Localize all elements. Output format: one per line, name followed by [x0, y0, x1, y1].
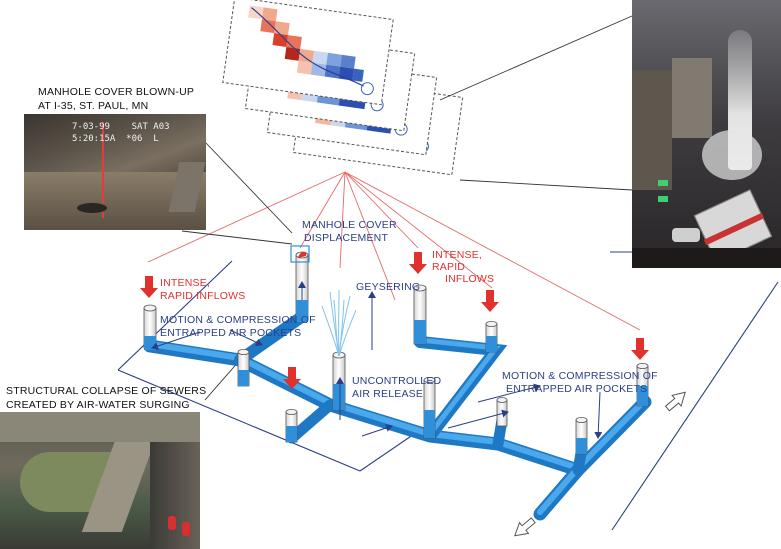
collapse-photo-caption-line1: STRUCTURAL COLLAPSE OF SEWERS [6, 385, 206, 397]
displacement-label-line1: MANHOLE COVER [302, 219, 397, 231]
manhole-shafts [143, 251, 649, 455]
inflow-hollow-arrow [664, 391, 686, 412]
inflow-right-label-line2: RAPID [432, 261, 465, 273]
street-geyser-photo [632, 0, 781, 268]
inflow-left-label-line1: INTENSE, [160, 277, 210, 289]
motion-left-label-line1: MOTION & COMPRESSION OF [160, 314, 316, 326]
manhole-shaft-9 [496, 397, 508, 427]
motion-right-label-line2: ENTRAPPED AIR POCKETS [506, 383, 647, 395]
collapse-photo-caption-line2: CREATED BY AIR-WATER SURGING [6, 399, 190, 411]
inflow-arrow-1 [140, 276, 158, 298]
manhole-cover-photo: 7-03-99 SAT A03 5:20:15A *06 L [24, 114, 206, 230]
manhole-shaft-11 [636, 362, 649, 407]
inflow-arrow-5 [631, 338, 649, 360]
geysering-label: GEYSERING [356, 281, 420, 293]
boundary-flow-arrows [514, 391, 686, 537]
inflow-left-label-line2: RAPID INFLOWS [160, 290, 245, 302]
manhole-shaft-6 [413, 284, 427, 345]
map-frame-1 [222, 0, 394, 106]
simulation-map-stack [222, 0, 464, 176]
inflow-right-label-line1: INTENSE, [432, 249, 482, 261]
uncontrolled-label-line2: AIR RELEASE [352, 388, 423, 400]
main-trunk-pipe [143, 339, 652, 478]
uncontrolled-label-line1: UNCONTROLLED [352, 375, 442, 387]
outflow-hollow-arrow [514, 517, 536, 537]
manhole-shaft-geyser [332, 351, 346, 411]
motion-left-label-line2: ENTRAPPED AIR POCKETS [160, 327, 301, 339]
manhole-shaft-7 [423, 376, 436, 439]
photo-connector-lines [181, 15, 633, 401]
manhole-cover-highlight [290, 245, 310, 263]
branch-pipe-upper [234, 312, 306, 366]
video-timestamp-line1: 7-03-99 SAT A03 [72, 122, 170, 132]
displacement-label-line2: DISPLACEMENT [304, 232, 388, 244]
video-timestamp-line2: 5:20:15A *06 L [72, 134, 159, 144]
manhole-photo-caption-line2: AT I-35, ST. PAUL, MN [38, 100, 148, 112]
motion-right-label-line1: MOTION & COMPRESSION OF [502, 370, 658, 382]
inflow-arrow-4 [481, 290, 499, 312]
manhole-photo-caption-line1: MANHOLE COVER BLOWN-UP [38, 86, 194, 98]
manhole-shaft-4 [285, 408, 298, 443]
air-flow-arrows [151, 281, 603, 439]
inflow-arrows [140, 252, 649, 389]
simulation-leader-lines [147, 171, 641, 331]
geyser-spray [321, 289, 357, 357]
inflow-arrow-3 [409, 252, 427, 274]
inflow-arrow-2 [283, 367, 301, 389]
manhole-shaft-1 [143, 304, 157, 350]
diagram-labels: MANHOLE COVER DISPLACEMENT INTENSE, RAPI… [6, 86, 658, 411]
branch-pipe-lower [286, 399, 336, 444]
manhole-shaft-10 [575, 416, 588, 455]
sewer-collapse-photo [0, 412, 200, 549]
manhole-shaft-2 [237, 348, 250, 387]
inflow-right-label-line3: INFLOWS [445, 273, 494, 285]
manhole-shaft-8 [485, 320, 498, 353]
pipe-network [143, 312, 652, 521]
